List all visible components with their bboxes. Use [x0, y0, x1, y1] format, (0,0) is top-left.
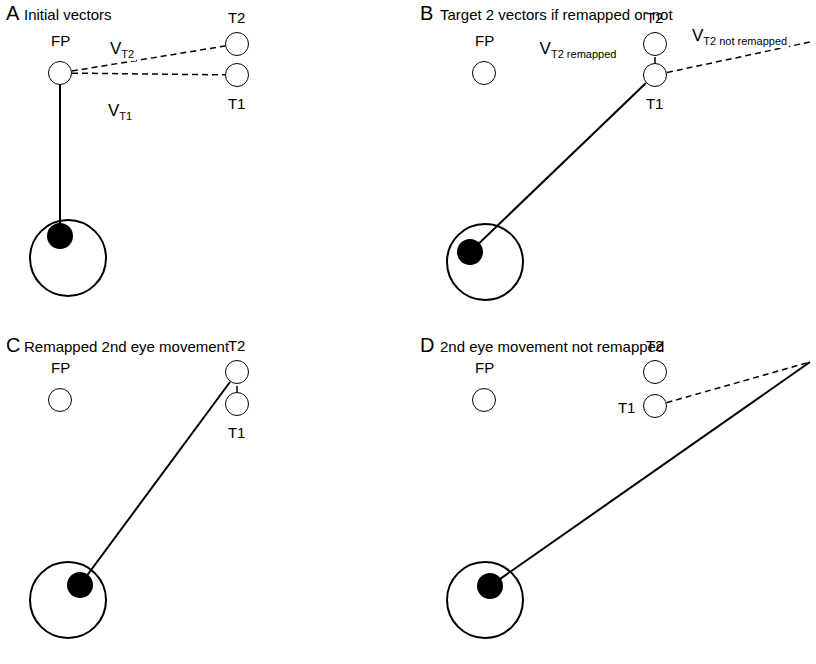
eyeball — [30, 562, 106, 638]
target-label: FP — [51, 359, 70, 376]
target-circle: FP — [472, 61, 496, 85]
panel-letter: C — [6, 334, 20, 357]
panel-title: 2nd eye movement not remapped — [440, 338, 664, 355]
gaze-line — [59, 85, 61, 236]
panel-letter: A — [6, 2, 19, 25]
target-circle: T1 — [643, 63, 667, 87]
vector-label: VT2 remapped — [538, 39, 619, 61]
target-label: T1 — [618, 399, 636, 416]
eyeball — [447, 562, 523, 638]
target-circle: T2 — [225, 32, 249, 56]
gaze-line — [470, 83, 646, 252]
vector-label: VT1 — [106, 101, 134, 123]
target-circle: T2 — [225, 360, 249, 384]
target-label: FP — [475, 359, 494, 376]
target-circle: FP — [472, 388, 496, 412]
target-circle: T1 — [225, 392, 249, 416]
target-circle: T2 — [643, 360, 667, 384]
panel-letter: B — [420, 2, 433, 25]
panel-title: Remapped 2nd eye movement — [24, 338, 229, 355]
gaze-line — [80, 382, 230, 585]
vector-label: VT2 not remapped — [690, 26, 789, 48]
target-label: T1 — [228, 424, 246, 441]
panel-title: Initial vectors — [24, 6, 112, 23]
vector-line — [667, 362, 811, 403]
vector-line — [72, 73, 225, 75]
panel-title: Target 2 vectors if remapped or not — [440, 6, 673, 23]
gaze-line — [490, 362, 810, 586]
target-circle: FP — [48, 388, 72, 412]
vector-label: VT2 — [108, 39, 136, 61]
target-circle: T1 — [225, 63, 249, 87]
target-label: T2 — [228, 337, 246, 354]
vector-line — [654, 56, 656, 63]
target-circle: FP — [48, 61, 72, 85]
target-circle: T1 — [643, 394, 667, 418]
target-label: T1 — [228, 95, 246, 112]
eyeball — [30, 220, 106, 296]
target-label: FP — [475, 32, 494, 49]
target-circle: T2 — [643, 32, 667, 56]
panel-letter: D — [420, 334, 434, 357]
vector-line — [236, 384, 238, 392]
target-label: T1 — [646, 95, 664, 112]
eyeball — [447, 224, 523, 300]
vector-line — [72, 46, 225, 71]
target-label: T2 — [228, 9, 246, 26]
target-label: FP — [51, 32, 70, 49]
